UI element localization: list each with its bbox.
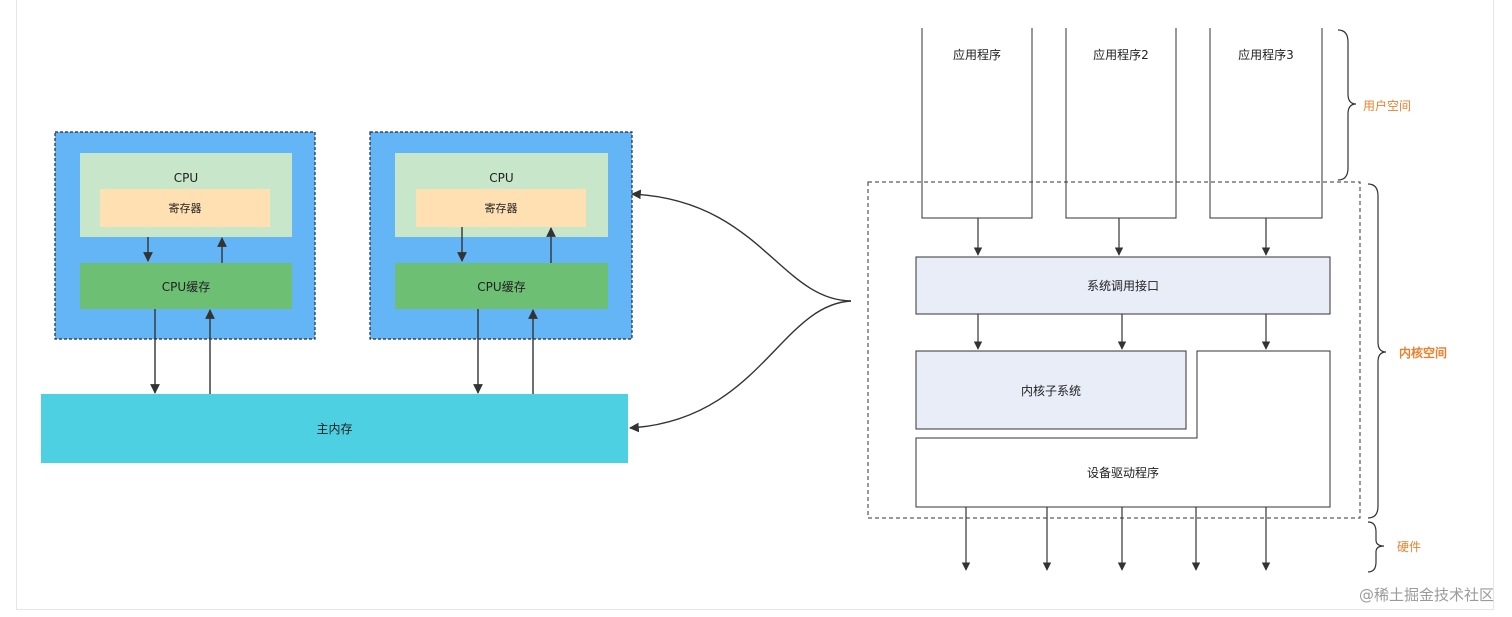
hardware-arrows	[961, 507, 1271, 571]
cpu-block-1	[54, 131, 316, 340]
kernel-space-label: 内核空间	[1398, 345, 1447, 360]
app-3-label: 应用程序3	[1238, 48, 1294, 62]
syscall-interface-box	[915, 256, 1331, 315]
braces	[1337, 29, 1387, 573]
cpu-1-label: CPU	[173, 171, 199, 185]
arrows-block-2	[457, 227, 556, 394]
cpu-block-2	[369, 131, 633, 340]
register-1-label: 寄存器	[168, 202, 202, 215]
hardware-label: 硬件	[1396, 539, 1421, 554]
watermark: @稀土掘金技术社区	[1358, 586, 1494, 604]
kernel-to-left-connectors	[629, 189, 852, 433]
device-driver-label: 设备驱动程序	[1086, 466, 1159, 480]
main-memory-label: 主内存	[316, 422, 353, 436]
register-2-label: 寄存器	[484, 202, 518, 215]
cpu-2-label: CPU	[489, 171, 514, 185]
main-memory-box	[41, 394, 628, 463]
kernel-space-box	[867, 181, 1361, 519]
kernel-subsystem-label: 内核子系统	[1020, 383, 1081, 398]
app-boxes	[921, 28, 1323, 219]
device-driver-box	[915, 350, 1331, 508]
app-2-label: 应用程序2	[1093, 48, 1149, 62]
kernel-subsystem-box	[915, 350, 1187, 430]
app-1-label: 应用程序	[952, 48, 1001, 62]
syscall-down-arrows	[973, 314, 1271, 350]
image-frame	[16, 0, 1494, 610]
syscall-interface-label: 系统调用接口	[1086, 279, 1159, 293]
app-to-syscall-arrows	[973, 218, 1271, 256]
arrows-block-1	[143, 237, 227, 394]
user-space-label: 用户空间	[1362, 98, 1411, 113]
cpu-cache-1-label: CPU缓存	[161, 279, 211, 294]
cpu-cache-2-label: CPU缓存	[477, 279, 526, 294]
